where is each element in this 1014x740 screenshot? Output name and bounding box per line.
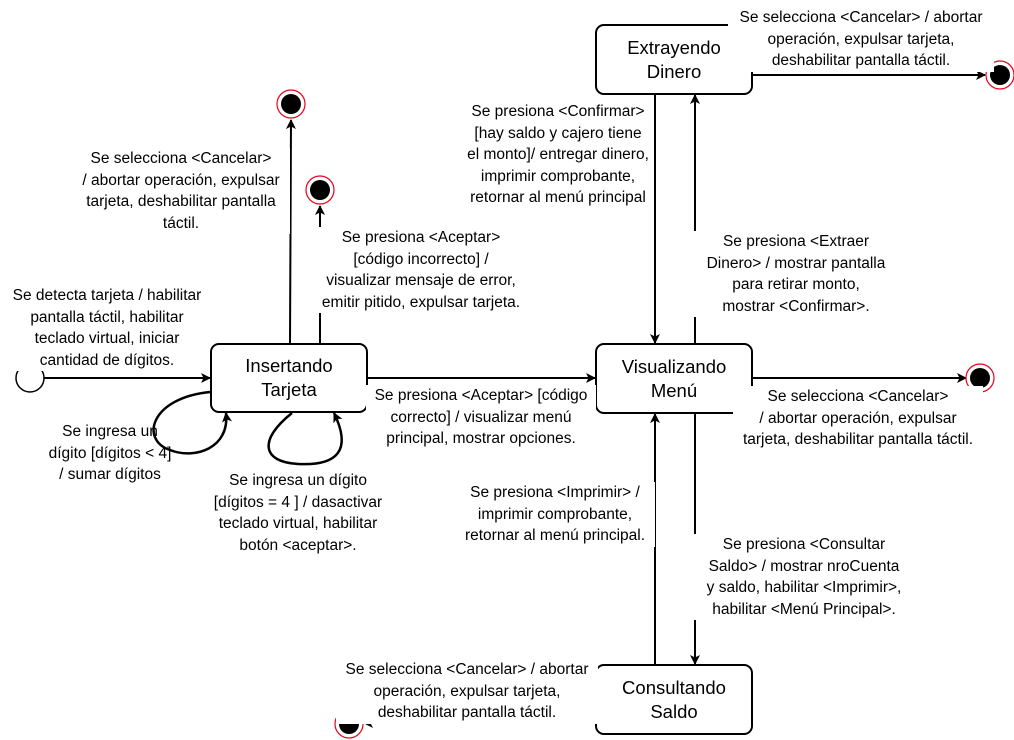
state-label-line: Dinero [646, 60, 702, 82]
label-line: tarjeta, deshabilitar pantalla táctil. [742, 431, 974, 448]
label-line: Se presiona <Aceptar> [341, 229, 501, 246]
loop-digit-lt4 [152, 390, 232, 455]
label-detect-card: Se detecta tarjeta / habilitar pantalla … [4, 285, 210, 371]
label-line: Se presiona <Confirmar> [471, 103, 645, 120]
label-line: Se ingresa un [62, 423, 158, 440]
label-con-cancel: Se selecciona <Cancelar> / abortar opera… [336, 659, 598, 724]
label-line: dígito [dígitos < 4] [48, 444, 172, 462]
label-line: táctil. [162, 214, 200, 232]
label-line: Saldo> / mostrar nroCuenta [708, 557, 900, 575]
label-line: pantalla táctil, habilitar [30, 308, 184, 326]
label-menu-extract: Se presiona <Extraer Dinero> / mostrar p… [694, 231, 898, 317]
label-line: visualizar mensaje de error, [326, 272, 516, 289]
label-line: el monto]/ entregar dinero, [467, 146, 649, 163]
label-line: deshabilitar pantalla táctil. [377, 704, 557, 721]
final-state-menu [965, 363, 995, 393]
label-line: / abortar operación, expulsar [759, 409, 957, 427]
label-line: para retirar monto, [732, 276, 860, 293]
label-ext-cancel: Se selecciona <Cancelar> / abortar opera… [728, 7, 994, 72]
label-line: retornar al menú principal. [464, 527, 646, 544]
state-label-line: Menú [650, 379, 698, 401]
state-label-line: Consultando [622, 676, 726, 698]
label-line: [dígitos = 4 ] / dasactivar [213, 493, 383, 511]
label-ext-confirm: Se presiona <Confirmar> [hay saldo y caj… [458, 101, 658, 209]
state-label-line: Insertando [245, 355, 333, 376]
label-line: Dinero> / mostrar pantalla [706, 254, 886, 272]
label-ins-cancel: Se selecciona <Cancelar> / abortar opera… [72, 148, 290, 234]
state-insertando-tarjeta: Insertando Tarjeta [210, 343, 368, 413]
label-line: Se selecciona <Cancelar> [90, 150, 272, 167]
label-ins-incorrect: Se presiona <Aceptar> [código incorrecto… [313, 227, 529, 313]
label-line: teclado virtual, habilitar [218, 515, 378, 532]
label-ins-correct: Se presiona <Aceptar> [código correcto] … [366, 385, 596, 450]
label-line: operación, expulsar tarjeta, [373, 682, 561, 700]
label-line: emitir pitido, expulsar tarjeta. [321, 293, 521, 311]
label-line: imprimir comprobante, [477, 505, 633, 523]
label-line: imprimir comprobante, [480, 167, 636, 185]
state-visualizando-menu: Visualizando Menú [595, 343, 753, 414]
label-line: [código incorrecto] / [353, 250, 489, 268]
label-line: Se selecciona <Cancelar> / abortar [345, 661, 589, 678]
final-state-incorrect [305, 175, 335, 205]
label-line: Se presiona <Consultar [722, 536, 886, 553]
state-label-line: Visualizando [621, 355, 727, 377]
label-line: Se presiona <Imprimir> / [470, 484, 640, 501]
label-line: deshabilitar pantalla táctil. [771, 52, 951, 69]
label-line: mostrar <Confirmar>. [722, 297, 870, 315]
loop-digit-eq4 [267, 412, 343, 466]
state-extrayendo-dinero: Extrayendo Dinero [595, 24, 753, 95]
label-line: operación, expulsar tarjeta, [767, 30, 955, 48]
label-line: / sumar dígitos [59, 466, 161, 483]
state-label-line: Tarjeta [261, 379, 317, 400]
arrow-ins-cancel [285, 119, 296, 344]
label-digit-lt4: Se ingresa un dígito [dígitos < 4] / sum… [35, 421, 185, 486]
label-digit-eq4: Se ingresa un dígito [dígitos = 4 ] / da… [198, 470, 398, 556]
label-line: retornar al menú principal [470, 189, 646, 206]
label-menu-cancel: Se selecciona <Cancelar> / abortar opera… [733, 386, 983, 451]
label-line: / abortar operación, expulsar [82, 171, 280, 189]
label-line: teclado virtual, iniciar [34, 330, 180, 347]
label-line: habilitar <Menú Principal>. [712, 600, 896, 618]
label-line: tarjeta, deshabilitar pantalla [86, 193, 276, 210]
label-line: Se presiona <Extraer [722, 233, 870, 250]
final-state-top [276, 89, 306, 119]
label-line: y saldo, habilitar <Imprimir>, [706, 579, 902, 596]
label-line: [hay saldo y cajero tiene [474, 124, 642, 142]
state-label-line: Extrayendo [627, 36, 721, 58]
label-line: correcto] / visualizar menú [390, 408, 572, 426]
label-line: principal, mostrar opciones. [386, 430, 576, 447]
label-line: Se ingresa un dígito [229, 472, 367, 489]
label-line: Se selecciona <Cancelar> [767, 388, 949, 405]
label-line: botón <aceptar>. [239, 536, 357, 554]
label-line: Se selecciona <Cancelar> / abortar [739, 9, 983, 26]
label-line: Se presiona <Aceptar> [código [374, 387, 588, 404]
label-menu-consult: Se presiona <Consultar Saldo> / mostrar … [694, 534, 914, 620]
state-consultando-saldo: Consultando Saldo [595, 664, 753, 735]
label-print: Se presiona <Imprimir> / imprimir compro… [455, 482, 655, 547]
label-line: cantidad de dígitos. [39, 351, 175, 369]
state-label-line: Saldo [650, 700, 698, 722]
label-line: Se detecta tarjeta / habilitar [12, 287, 202, 304]
